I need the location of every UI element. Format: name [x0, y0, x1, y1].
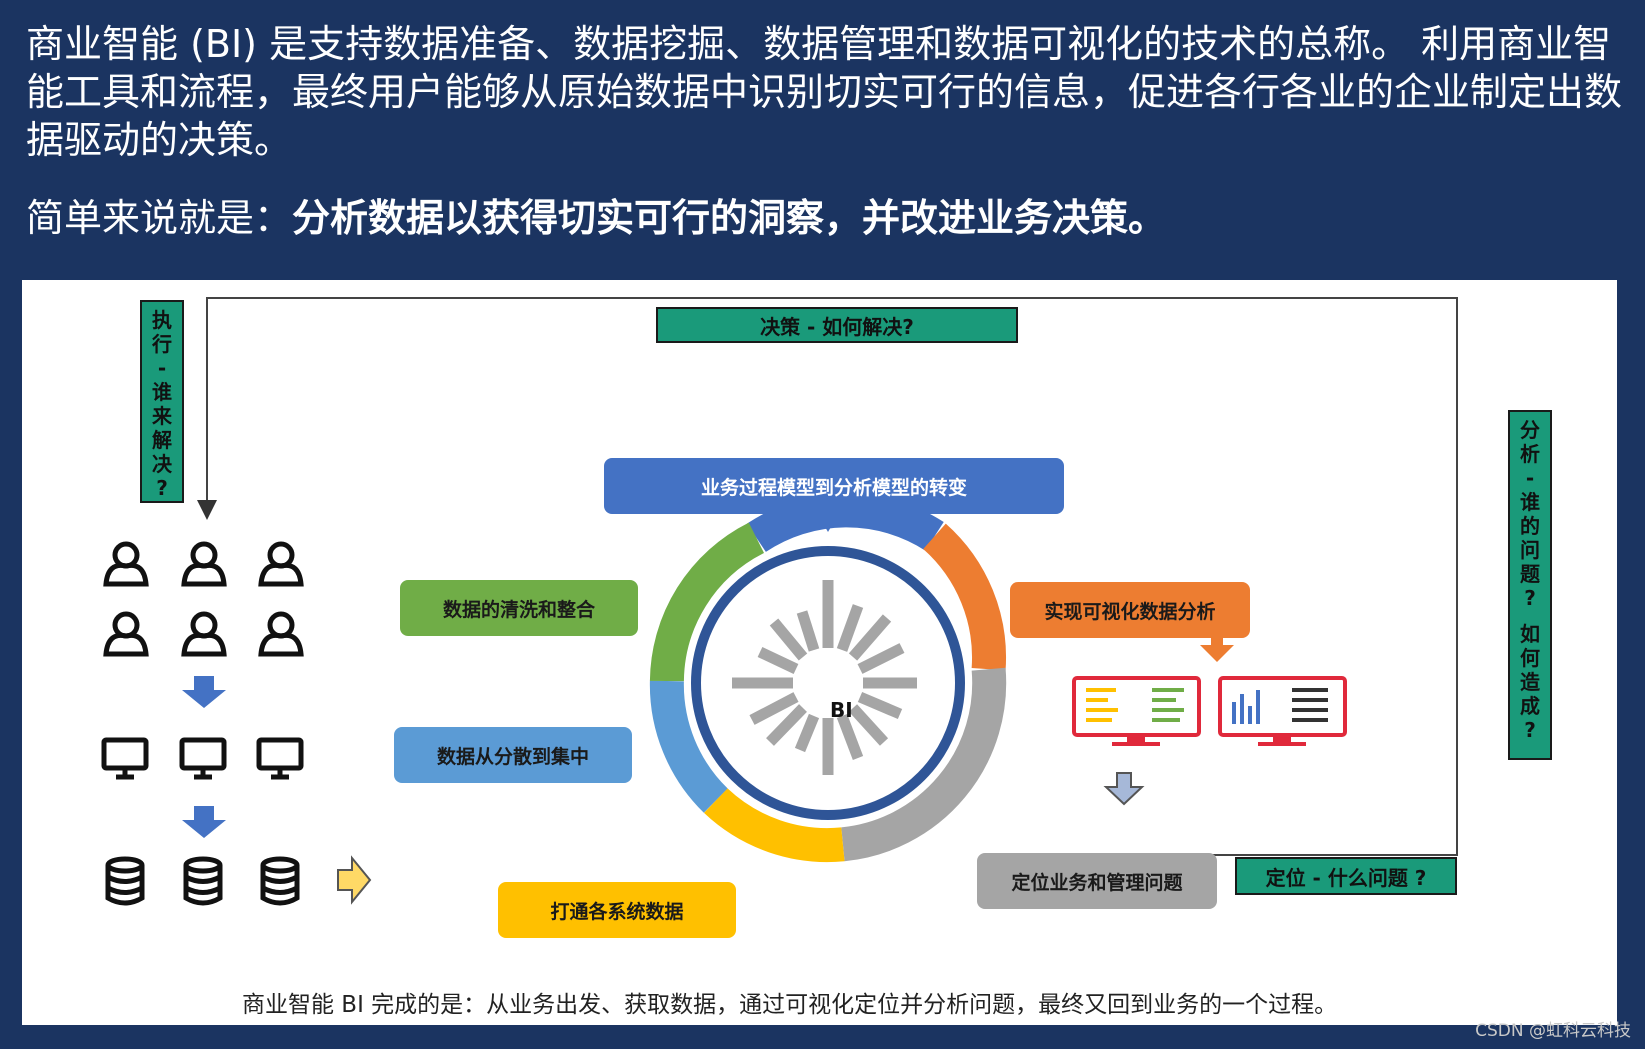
- diagram-graphics: [101, 297, 1458, 906]
- watermark: CSDN @虹科云科技: [1475, 1021, 1631, 1041]
- decision-label: 决策 - 如何解决?: [656, 307, 1018, 343]
- right-arrow-icon: [337, 855, 372, 905]
- monitor-icon: [179, 737, 227, 780]
- database-icon: [183, 856, 223, 906]
- person-icon: [103, 611, 149, 657]
- down-arrow-icon: [182, 806, 226, 838]
- database-icons: [105, 856, 300, 906]
- summary-emphasis: 分析数据以获得切实可行的洞察，并改进业务决策。: [292, 196, 1167, 240]
- summary-prefix: 简单来说就是：: [26, 196, 293, 240]
- summary-paragraph: 简单来说就是：分析数据以获得切实可行的洞察，并改进业务决策。: [26, 194, 1626, 242]
- bi-diagram-panel: BI 执 行 - 谁 来 解 决 ? 分 析 - 谁 的 问 题 ? 如 何 造…: [22, 280, 1617, 1025]
- monitor-icon: [101, 737, 149, 780]
- centralize-box: 数据从分散到集中: [394, 727, 632, 783]
- person-icon: [103, 541, 149, 587]
- dashboard-monitor-icon: [1218, 676, 1347, 746]
- cleaning-box: 数据的清洗和整合: [400, 580, 638, 636]
- monitor-icons: [101, 737, 304, 780]
- intro-paragraph: 商业智能 (BI) 是支持数据准备、数据挖掘、数据管理和数据可视化的技术的总称。…: [26, 22, 1623, 162]
- person-icon: [181, 541, 227, 587]
- bi-center-label: BI: [830, 698, 853, 722]
- database-icon: [260, 856, 300, 906]
- locate-label: 定位 - 什么问题 ?: [1235, 857, 1457, 895]
- down-arrow-icon: [182, 676, 226, 708]
- down-arrow-icon: [1200, 633, 1234, 662]
- person-icon: [258, 541, 304, 587]
- bi-ring: [649, 493, 1007, 863]
- connect-systems-box: 打通各系统数据: [498, 882, 736, 938]
- locate-problem-box: 定位业务和管理问题: [977, 853, 1217, 909]
- person-icon: [258, 611, 304, 657]
- database-icon: [105, 856, 145, 906]
- visualization-box: 实现可视化数据分析: [1010, 582, 1250, 638]
- bi-sunburst: [732, 580, 917, 775]
- analyze-label: 分 析 - 谁 的 问 题 ? 如 何 造 成 ?: [1508, 410, 1552, 760]
- process-model-box: 业务过程模型到分析模型的转变: [604, 458, 1064, 514]
- down-arrow-icon: [1103, 772, 1145, 806]
- dashboard-monitor-icon: [1072, 676, 1201, 746]
- loop-connector: [197, 297, 1458, 856]
- execute-label: 执 行 - 谁 来 解 决 ?: [140, 300, 184, 503]
- people-icons: [103, 541, 304, 657]
- monitor-icon: [256, 737, 304, 780]
- person-icon: [181, 611, 227, 657]
- diagram-caption: 商业智能 BI 完成的是：从业务出发、获取数据，通过可视化定位并分析问题，最终又…: [242, 992, 1338, 1018]
